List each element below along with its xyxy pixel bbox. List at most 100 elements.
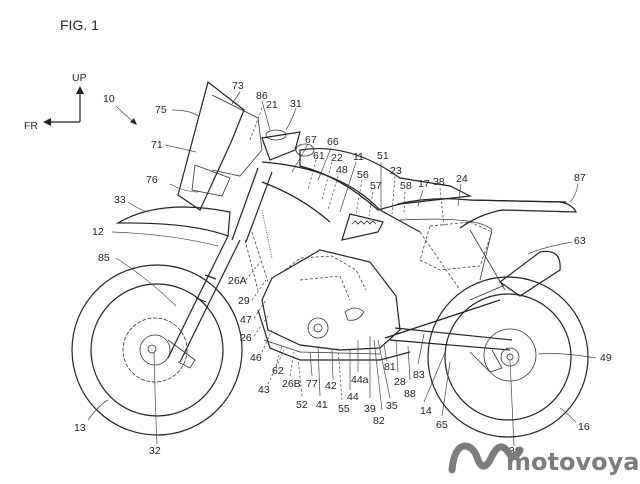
chain-upper	[384, 299, 501, 339]
ref-label-57: 57	[370, 180, 382, 192]
ref-label-49: 49	[600, 352, 612, 364]
handlebar-clamp	[261, 131, 301, 161]
ref-label-24: 24	[456, 173, 468, 185]
leader-66	[317, 147, 332, 181]
ref-label-38: 38	[433, 176, 445, 188]
leader-63	[527, 241, 573, 255]
leader-48	[327, 175, 339, 211]
rear-tire-outer	[427, 276, 589, 438]
front-brake-caliper	[167, 339, 196, 369]
ref-label-41: 41	[316, 399, 328, 411]
leader-33	[127, 201, 149, 213]
leader-75	[171, 109, 199, 117]
front-fender	[115, 206, 231, 237]
leader-61	[307, 159, 317, 191]
leader-13	[87, 399, 109, 421]
fuel-tank	[299, 147, 473, 211]
ref-label-42: 42	[325, 380, 337, 392]
ref-label-66: 66	[327, 136, 339, 148]
ref-label-88: 88	[404, 388, 416, 400]
ref-label-13: 13	[74, 422, 86, 434]
leader-26	[253, 315, 269, 337]
ref-label-11: 11	[353, 151, 364, 163]
fork-tube-bands	[195, 274, 217, 303]
ref-label-65: 65	[436, 419, 448, 431]
ref-label-81: 81	[384, 361, 396, 373]
leader-47	[253, 299, 267, 319]
ref-label-58: 58	[400, 180, 412, 192]
watermark-m-icon	[448, 442, 524, 474]
air-box	[419, 221, 493, 271]
ref-label-76: 76	[146, 174, 158, 186]
ref-label-51: 51	[377, 150, 389, 162]
ref-label-26B: 26B	[282, 378, 301, 390]
ref-label-87: 87	[574, 172, 586, 184]
ref-label-63: 63	[574, 235, 586, 247]
radiator-fins	[261, 209, 273, 259]
ref-label-52: 52	[296, 399, 308, 411]
ref-label-22: 22	[331, 152, 343, 164]
rear-rim	[444, 293, 572, 421]
leader-65	[441, 361, 451, 417]
ref-label-36: 36	[509, 445, 521, 457]
leader-11	[339, 161, 357, 213]
muffler	[498, 250, 561, 297]
ref-label-82: 82	[373, 415, 385, 427]
watermark-text: motovoyager	[506, 448, 640, 476]
ref-label-83: 83	[413, 369, 425, 381]
side-vent-zigzag	[351, 220, 377, 225]
ref-label-61: 61	[313, 150, 325, 162]
swingarm	[389, 327, 513, 351]
cylinder-head	[299, 275, 351, 301]
ref-label-29: 29	[238, 295, 250, 307]
front-axle	[147, 344, 157, 354]
leader-71	[164, 144, 197, 153]
ref-label-39: 39	[364, 403, 376, 415]
rear-sprocket	[483, 328, 537, 382]
leader-62	[275, 344, 283, 367]
leader-82	[373, 339, 383, 411]
leader-32	[153, 351, 158, 445]
ref-label-47: 47	[240, 314, 252, 326]
leader-lines	[87, 91, 597, 447]
front-tire-outer	[71, 264, 243, 436]
front-hub	[139, 334, 171, 366]
leader-83	[417, 333, 425, 365]
ref-label-86: 86	[256, 90, 268, 102]
ref-label-44: 44	[347, 391, 359, 403]
ref-label-26A: 26A	[228, 275, 247, 287]
up-label: UP	[72, 72, 87, 84]
leader-36	[509, 359, 515, 447]
engine-crankcase-cover	[307, 317, 329, 339]
leader-12	[111, 231, 219, 247]
ref-label-67: 67	[305, 134, 317, 146]
drive-sprocket	[344, 307, 365, 321]
front-brake-disc	[122, 317, 188, 383]
front-fork	[167, 235, 241, 363]
leader-43	[267, 349, 285, 385]
ref-label-75: 75	[155, 104, 167, 116]
ref-label-44a: 44a	[351, 374, 369, 386]
leader-17	[417, 189, 424, 207]
front-label: FR	[24, 120, 38, 132]
ref-label-17: 17	[418, 178, 430, 190]
ref-label-55: 55	[338, 403, 350, 415]
leader-77	[309, 351, 313, 377]
leader-22	[321, 161, 333, 201]
ref-10-arrowhead-icon	[130, 118, 137, 125]
rear-axle	[506, 353, 514, 361]
motorcycle-drawing	[71, 80, 589, 438]
leader-58	[403, 191, 406, 215]
leader-38	[439, 187, 445, 227]
side-vent-panel	[341, 213, 384, 241]
ref-label-35: 35	[386, 400, 398, 412]
leader-16	[559, 407, 577, 423]
cylinder-outline	[284, 255, 367, 291]
leader-23	[391, 175, 396, 215]
ref-label-71: 71	[151, 139, 163, 151]
ref-label-77: 77	[306, 378, 318, 390]
leader-56	[355, 179, 363, 215]
leader-52	[297, 357, 303, 397]
leader-73	[231, 91, 241, 105]
